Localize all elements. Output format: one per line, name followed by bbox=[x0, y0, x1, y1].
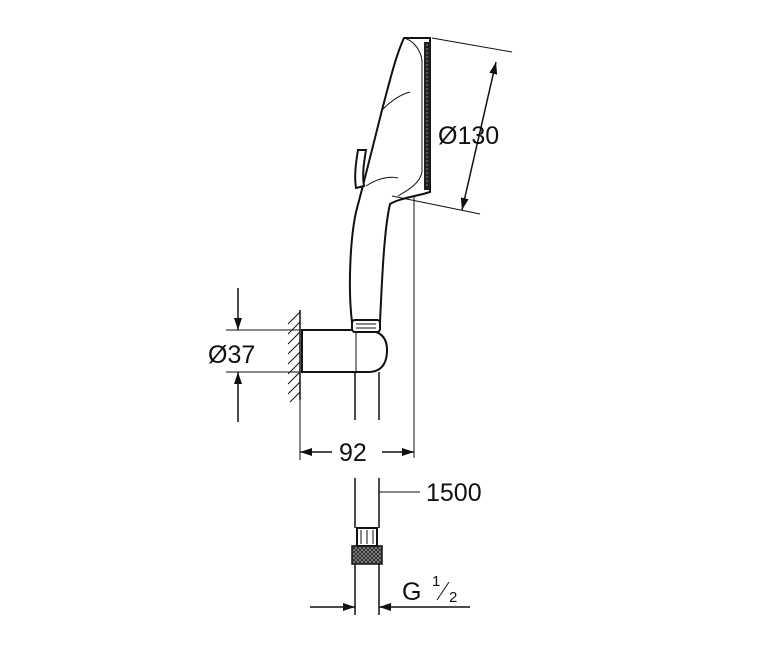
hand-shower bbox=[348, 37, 431, 333]
dim-head-diameter: Ø130 bbox=[391, 37, 513, 215]
wall-holder bbox=[301, 329, 389, 373]
head-diameter-label: Ø130 bbox=[438, 122, 499, 150]
dim-thread: G 1 2 bbox=[310, 573, 470, 611]
dim-holder-diameter: Ø37 bbox=[208, 288, 300, 422]
wall-hatch bbox=[287, 310, 301, 403]
hose-length-label: 1500 bbox=[426, 479, 482, 507]
hose-lower bbox=[351, 478, 383, 615]
thread-denominator-label: 2 bbox=[449, 589, 457, 606]
thread-prefix-label: G bbox=[402, 578, 421, 606]
dim-wall-offset: 92 bbox=[299, 400, 414, 467]
wall-offset-label: 92 bbox=[339, 439, 367, 467]
hose-upper bbox=[354, 372, 380, 420]
knurled-nut bbox=[351, 545, 383, 565]
dim-hose-length: 1500 bbox=[379, 479, 482, 507]
holder-diameter-label: Ø37 bbox=[208, 341, 255, 369]
thread-numerator-label: 1 bbox=[432, 573, 440, 590]
